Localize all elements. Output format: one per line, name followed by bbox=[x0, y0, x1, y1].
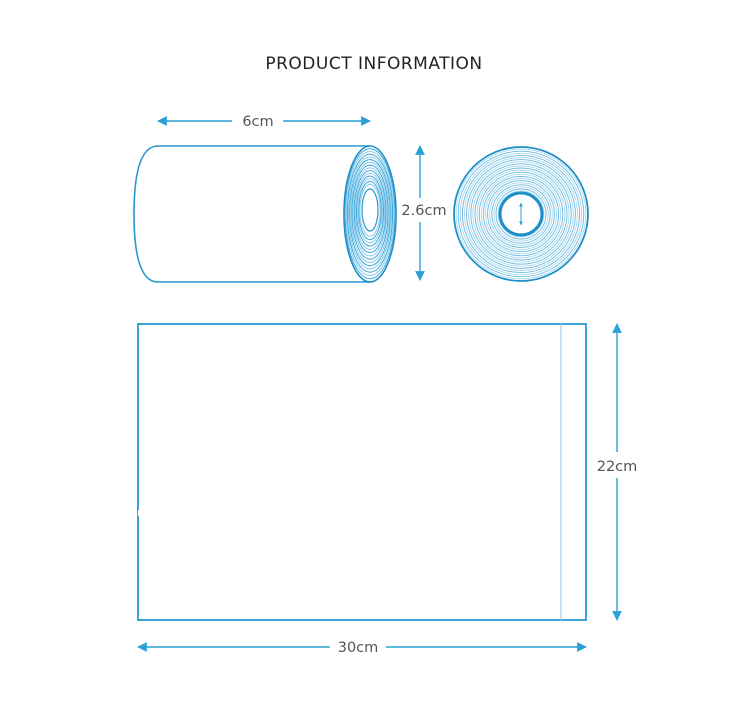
roll-end-ring bbox=[357, 178, 383, 244]
roll-front-view bbox=[453, 146, 589, 282]
roll-width-label: 6cm bbox=[242, 114, 273, 130]
roll-side-view bbox=[133, 145, 397, 283]
roll-front-ring bbox=[495, 188, 547, 240]
roll-front-ring bbox=[464, 157, 578, 271]
roll-diameter-dimension: 2.6cm bbox=[397, 145, 453, 281]
roll-front-ring bbox=[472, 165, 570, 263]
roll-front-ring bbox=[487, 180, 555, 248]
roll-front-ring bbox=[466, 159, 576, 269]
roll-front-ring bbox=[493, 186, 549, 242]
roll-core-hole bbox=[361, 188, 379, 232]
roll-end-ring bbox=[353, 170, 387, 254]
roll-front-ring bbox=[491, 184, 551, 244]
roll-end-ring bbox=[344, 148, 396, 280]
roll-end-ring bbox=[349, 159, 391, 267]
roll-end-ring bbox=[359, 183, 381, 237]
roll-front-ring bbox=[459, 152, 583, 276]
bag-width-label: 30cm bbox=[338, 640, 379, 656]
roll-end-ring bbox=[355, 175, 385, 247]
roll-front-ring bbox=[478, 171, 564, 257]
roll-front-ring bbox=[476, 169, 566, 259]
bag-width-dimension: 30cm bbox=[137, 640, 587, 656]
roll-front-ring bbox=[457, 150, 585, 278]
bag-height-label: 22cm bbox=[597, 459, 638, 475]
roll-end-ring bbox=[348, 156, 392, 270]
roll-front-ring bbox=[482, 175, 560, 253]
roll-end-ring bbox=[346, 153, 394, 273]
roll-end-ring bbox=[345, 150, 395, 276]
roll-end-ring bbox=[352, 167, 388, 257]
bag-outline bbox=[137, 323, 587, 621]
roll-width-dimension: 6cm bbox=[157, 114, 371, 130]
roll-end-ring bbox=[358, 181, 382, 241]
roll-diameter-label: 2.6cm bbox=[401, 203, 446, 219]
roll-front-ring bbox=[489, 182, 553, 246]
roll-front-ring bbox=[497, 190, 545, 238]
roll-front-ring bbox=[468, 161, 574, 267]
roll-front-ring bbox=[480, 173, 562, 255]
roll-front-ring bbox=[474, 167, 568, 261]
roll-end-ring bbox=[350, 161, 390, 263]
roll-front-ring bbox=[470, 163, 572, 265]
roll-end-ring bbox=[351, 164, 389, 260]
roll-front-ring bbox=[455, 148, 587, 280]
roll-end-ring bbox=[354, 172, 386, 250]
roll-front-ring bbox=[485, 178, 557, 250]
bag-height-dimension: 22cm bbox=[597, 323, 638, 621]
page-title: PRODUCT INFORMATION bbox=[265, 54, 483, 74]
roll-front-ring bbox=[461, 154, 581, 274]
